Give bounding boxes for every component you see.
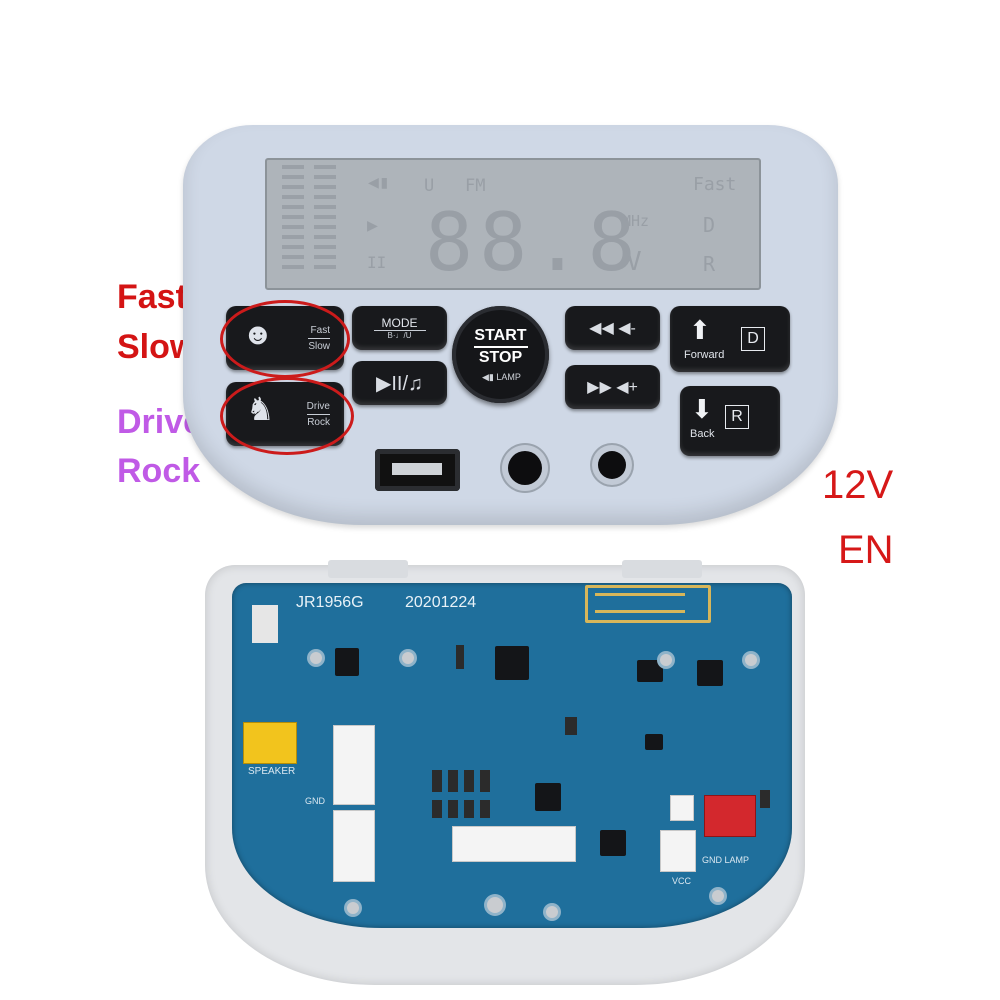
- smd-component: [760, 790, 770, 808]
- next-volume-up-button[interactable]: ▶▶ ◀+: [565, 365, 660, 409]
- lcd-play-icon: ▶: [367, 215, 378, 236]
- lamp-connector: [704, 795, 756, 837]
- white-connector-bottom: [333, 810, 375, 882]
- circuit-board: [232, 583, 792, 928]
- ic-chip-bottom: [600, 830, 626, 856]
- pcb-model-label: JR1956G: [296, 594, 364, 611]
- main-ic-chip: [495, 646, 529, 680]
- power-jack[interactable]: [508, 451, 542, 485]
- back-button[interactable]: [680, 386, 780, 456]
- speaker-connector: [243, 722, 297, 764]
- start-stop-button[interactable]: [452, 306, 549, 403]
- mounting-hole: [546, 906, 558, 918]
- smd-component: [456, 645, 464, 669]
- gnd-label: GND: [305, 796, 325, 806]
- mounting-hole: [712, 890, 724, 902]
- play-pause-music-button[interactable]: ▶II/♫: [352, 361, 447, 405]
- label-fast: Fast: [117, 278, 187, 316]
- housing-clip-left: [328, 560, 408, 578]
- white-connector-wide: [452, 826, 576, 862]
- smd-component: [464, 770, 474, 792]
- fast-slow-highlight: [220, 300, 350, 378]
- gnd-lamp-label: GND LAMP: [702, 855, 750, 865]
- ic-chip-mid: [637, 660, 663, 682]
- speaker-label: SPEAKER: [248, 766, 296, 777]
- vcc-label: VCC: [672, 876, 692, 886]
- label-voltage: 12V: [822, 463, 894, 507]
- back-label: Back: [690, 428, 715, 440]
- mode-button[interactable]: MODE B·♩/U: [352, 306, 447, 350]
- label-language: EN: [838, 528, 894, 572]
- mode-label: MODE: [373, 316, 426, 331]
- white-connector-top: [333, 725, 375, 805]
- lcd-mhz: MHz: [622, 212, 650, 230]
- white-connector-small: [670, 795, 694, 821]
- mode-sub-icon: B·♩/U: [387, 331, 412, 340]
- smd-component: [480, 770, 490, 792]
- start-stop-divider: [474, 346, 528, 348]
- pcb-date-label: 20201224: [405, 594, 477, 611]
- housing-clip-right: [622, 560, 702, 578]
- back-key-r: R: [725, 405, 749, 429]
- drive-rock-highlight: [220, 377, 354, 455]
- lamp-icon: ◀▮: [482, 372, 494, 382]
- start-label: START: [474, 327, 527, 344]
- level-bars: [282, 165, 342, 275]
- mounting-hole: [347, 902, 359, 914]
- forward-button[interactable]: [670, 306, 790, 372]
- stop-label: STOP: [478, 349, 523, 366]
- lcd-v: V: [626, 247, 642, 277]
- lcd-r: R: [703, 252, 716, 276]
- ic-chip-lower: [535, 783, 561, 811]
- white-connector-vcc: [660, 830, 696, 872]
- antenna-terminal: [252, 605, 278, 643]
- previous-volume-down-button[interactable]: ◀◀ ◀-: [565, 306, 660, 350]
- arrow-down-icon: ⬇: [691, 394, 713, 424]
- usb-port-tongue: [392, 463, 442, 475]
- antenna-meander: [595, 593, 685, 613]
- ic-chip-left: [335, 648, 359, 676]
- smd-component: [565, 717, 577, 735]
- lamp-label: LAMP: [496, 372, 521, 382]
- lcd-d: D: [703, 213, 716, 237]
- audio-jack[interactable]: [598, 451, 626, 479]
- lcd-fast: Fast: [693, 174, 737, 195]
- forward-label: Forward: [684, 349, 725, 361]
- ic-chip-small: [645, 734, 663, 750]
- mounting-hole: [745, 654, 757, 666]
- smd-component: [464, 800, 474, 818]
- lcd-display: [265, 158, 761, 290]
- lcd-fm: FM: [465, 176, 486, 196]
- lamp-label-row: ◀▮ LAMP: [482, 372, 521, 383]
- arrow-up-icon: ⬆: [689, 315, 711, 345]
- ic-chip-right: [697, 660, 723, 686]
- smd-component: [432, 800, 442, 818]
- forward-key-d: D: [741, 327, 765, 351]
- bluetooth-antenna-trace: [585, 585, 711, 623]
- mounting-hole: [310, 652, 322, 664]
- mounting-hole: [487, 897, 503, 913]
- smd-component: [480, 800, 490, 818]
- smd-component: [448, 770, 458, 792]
- smd-component: [448, 800, 458, 818]
- mounting-hole: [660, 654, 672, 666]
- label-rock: Rock: [117, 452, 201, 490]
- lcd-u: U: [424, 176, 435, 196]
- mounting-hole: [402, 652, 414, 664]
- lcd-digits: 88.8: [425, 196, 642, 289]
- lcd-speaker-icon: ◀▮: [368, 172, 390, 193]
- lcd-pause-icon: II: [367, 253, 387, 272]
- smd-component: [432, 770, 442, 792]
